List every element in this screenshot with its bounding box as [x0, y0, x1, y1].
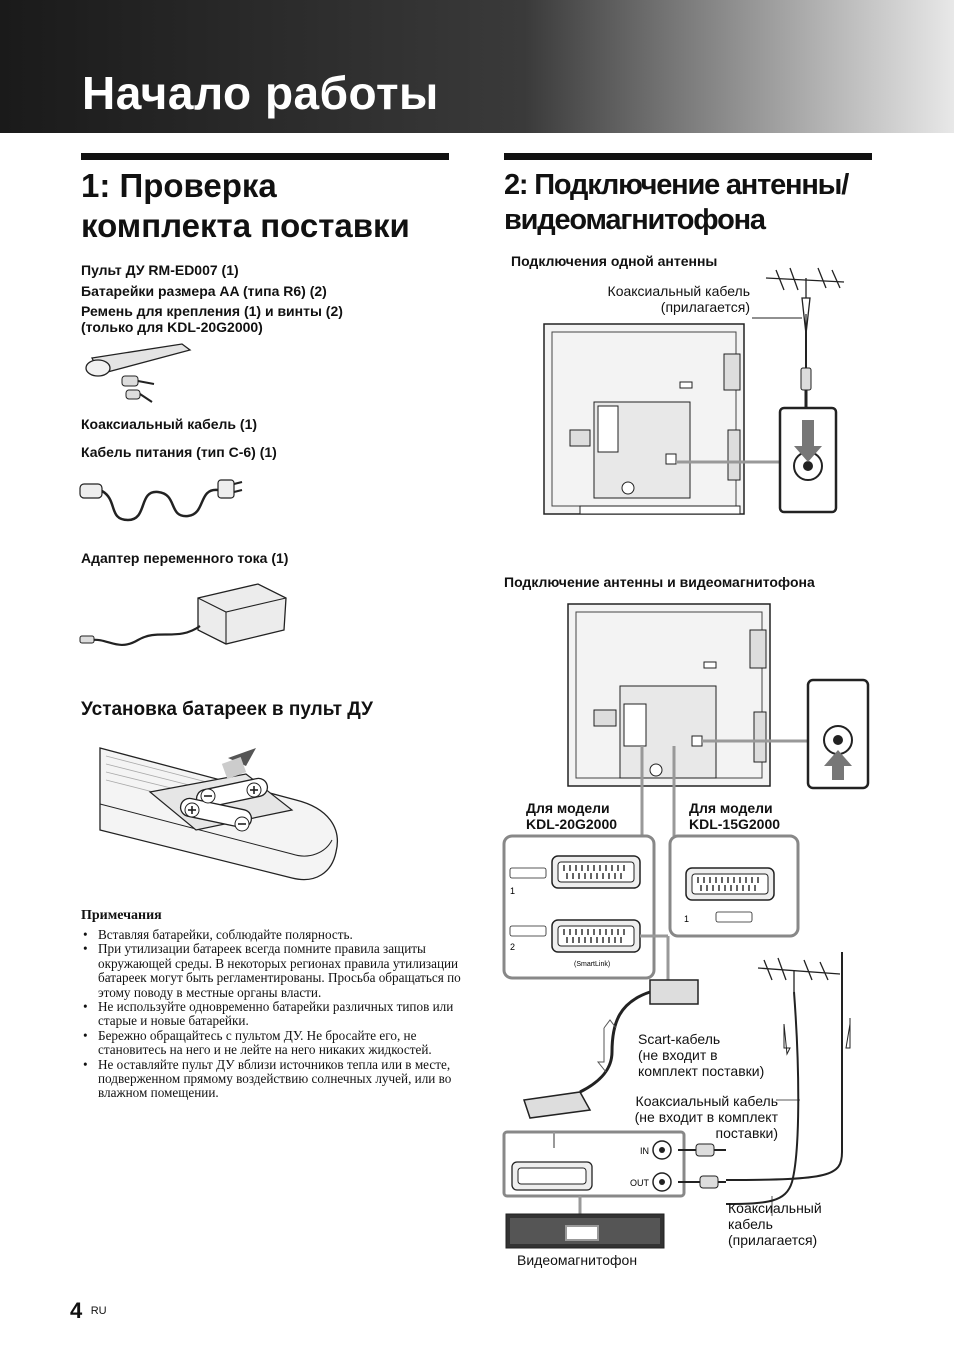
notes-list: Вставляя батарейки, соблюдайте полярност… — [82, 927, 466, 1101]
section2-title-line1: 2: Подключение антенны/ — [504, 169, 849, 201]
item-ac-adapter: Адаптер переменного тока (1) — [81, 550, 289, 566]
scart-port-1b-label: 1 — [684, 914, 689, 924]
item-power-cable: Кабель питания (тип C-6) (1) — [81, 444, 277, 460]
model-20g-label: Для модели KDL-20G2000 — [526, 800, 617, 832]
scart-io-icon — [715, 911, 753, 923]
coax-supplied2-line2: кабель — [728, 1216, 773, 1232]
scart-port-1-label: 1 — [510, 886, 515, 896]
coax-not-supplied-label: Коаксиальный кабель (не входит в комплек… — [598, 1093, 778, 1141]
coax-not-supplied-line2: (не входит в комплект — [634, 1109, 778, 1125]
scart-port-2-label: 2 — [510, 942, 515, 952]
model-15g-line2: KDL-15G2000 — [689, 816, 781, 832]
smartlink-label: (SmartLink) — [574, 961, 610, 968]
ac-adapter-illustration — [79, 583, 287, 646]
coax-supplied2-line1: Коаксиальный — [728, 1200, 822, 1216]
scart-io-icon — [509, 867, 547, 879]
scart-panels-diagram: 1 2 (SmartLink) 1 — [502, 834, 800, 982]
coax-supplied-label-2: Коаксиальный кабель (прилагается) — [728, 1200, 822, 1248]
antenna-vcr-tv-diagram — [567, 603, 870, 836]
item-batteries: Батарейки размера AA (типа R6) (2) — [81, 283, 327, 299]
section2-title: 2: Подключение антенны/ видеомагнитофона — [504, 168, 884, 238]
coax-supplied2-line3: (прилагается) — [728, 1232, 818, 1248]
page-title: Начало работы — [82, 67, 439, 119]
model-20g-line2: KDL-20G2000 — [526, 816, 618, 832]
model-15g-line1: Для модели — [689, 800, 773, 816]
scart-cable-line3: комплект поставки) — [638, 1063, 765, 1079]
model-15g-label: Для модели KDL-15G2000 — [689, 800, 780, 832]
section1-title: 1: Проверка комплекта поставки — [81, 166, 461, 245]
single-antenna-diagram — [543, 267, 845, 515]
coax-supplied-line1: Коаксиальный кабель — [607, 283, 750, 299]
notes-title: Примечания — [81, 908, 162, 923]
scart-cable-label: Scart-кабель (не входит в комплект поста… — [638, 1031, 764, 1079]
scart-cable-line1: Scart-кабель — [638, 1031, 721, 1047]
note-item: Не оставляйте пульт ДУ вблизи источников… — [83, 1057, 466, 1101]
note-item: Не используйте одновременно батарейки ра… — [83, 999, 466, 1029]
page-footer: 4 RU — [70, 1298, 107, 1324]
battery-heading: Установка батареек в пульт ДУ — [81, 699, 373, 720]
antenna-vcr-heading: Подключение антенны и видеомагнитофона — [504, 574, 815, 590]
section2-title-line2: видеомагнитофона — [504, 203, 766, 236]
coax-not-supplied-line3: поставки) — [715, 1125, 778, 1141]
section2-rule — [504, 153, 872, 160]
power-cable-illustration — [79, 479, 243, 522]
antenna-icon — [765, 267, 845, 335]
coax-supplied-line2: (прилагается) — [660, 299, 750, 315]
vcr-cabling-diagram: IN OUT — [502, 952, 851, 1249]
antenna-icon — [757, 957, 841, 992]
item-coax: Коаксиальный кабель (1) — [81, 416, 258, 432]
scart-io-icon — [509, 925, 547, 937]
page-header: Начало работы — [0, 0, 954, 133]
section1-rule — [81, 153, 449, 160]
strap-screws-illustration — [85, 343, 192, 403]
section1-title-line1: 1: Проверка — [81, 167, 277, 204]
item-remote: Пульт ДУ RM-ED007 (1) — [81, 262, 239, 278]
scart-cable-line2: (не входит в — [638, 1047, 718, 1063]
section1-title-line2: комплекта поставки — [81, 206, 410, 244]
language-code: RU — [90, 1305, 107, 1317]
model-20g-line1: Для модели — [526, 800, 610, 816]
coax-supplied-label: Коаксиальный кабель (прилагается) — [580, 283, 750, 315]
remote-batteries-illustration — [99, 747, 338, 881]
item-strap: Ремень для крепления (1) и винты (2) — [81, 303, 343, 319]
vcr-out-label: OUT — [630, 1178, 650, 1188]
vcr-in-label: IN — [640, 1146, 649, 1156]
coax-not-supplied-line1: Коаксиальный кабель — [635, 1093, 778, 1109]
vcr-label: Видеомагнитофон — [517, 1252, 638, 1268]
item-strap-note: (только для KDL-20G2000) — [81, 319, 263, 335]
single-antenna-heading: Подключения одной антенны — [511, 253, 718, 269]
note-item: Бережно обращайтесь с пультом ДУ. Не бро… — [83, 1028, 466, 1058]
page-number: 4 — [70, 1298, 83, 1323]
note-item: При утилизации батареек всегда помните п… — [83, 942, 466, 1000]
note-item: Вставляя батарейки, соблюдайте полярност… — [83, 927, 466, 943]
